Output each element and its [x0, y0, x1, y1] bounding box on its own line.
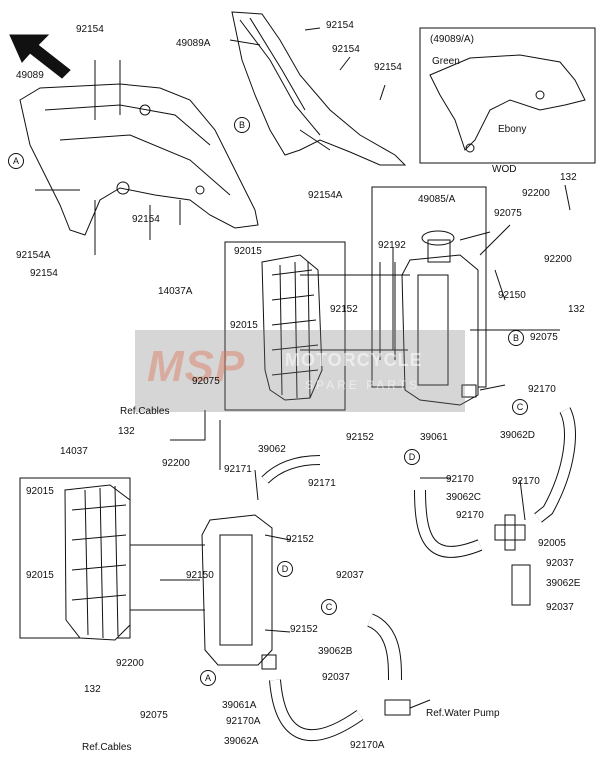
part-label: 92154 — [332, 44, 360, 55]
part-label: 92154A — [16, 250, 51, 261]
part-label: 92075 — [192, 376, 220, 387]
part-label: 92170 — [512, 476, 540, 487]
part-label: 49089A — [176, 38, 211, 49]
part-label: 92154 — [374, 62, 402, 73]
part-label: 39062B — [318, 646, 353, 657]
part-label: 132 — [568, 304, 585, 315]
part-label: 92200 — [162, 458, 190, 469]
part-label: 92015 — [230, 320, 258, 331]
part-label: 92150 — [186, 570, 214, 581]
part-label: 39062C — [446, 492, 482, 503]
part-label: 92075 — [530, 332, 558, 343]
watermark-line1: MOTORCYCLE — [285, 350, 423, 370]
part-label: 92005 — [538, 538, 566, 549]
inset-shroud — [429, 54, 586, 151]
part-label: 92154 — [30, 268, 58, 279]
watermark-logo: MSP — [147, 342, 246, 391]
part-label: 92037 — [322, 672, 350, 683]
marker-b: B — [234, 117, 250, 133]
part-label: 92075 — [140, 710, 168, 721]
radiator-39061a — [201, 514, 273, 666]
part-label: 92154A — [308, 190, 343, 201]
part-label: 92170 — [456, 510, 484, 521]
inset-title: (49089/A) — [430, 34, 474, 45]
part-label: 92037 — [546, 558, 574, 569]
part-label: 92152 — [330, 304, 358, 315]
front-direction-arrow — [9, 34, 71, 79]
part-label: 132 — [560, 172, 577, 183]
part-label: 92154 — [76, 24, 104, 35]
part-label: 39062D — [500, 430, 536, 441]
part-label: 39062E — [546, 578, 581, 589]
inset-model-code: WOD — [492, 164, 517, 175]
part-label: 92075 — [494, 208, 522, 219]
part-label: 92154 — [326, 20, 354, 31]
part-label: 92152 — [346, 432, 374, 443]
part-label: 92015 — [26, 486, 54, 497]
part-label: 92170A — [350, 740, 385, 751]
ref-label: Ref.Cables — [120, 406, 170, 417]
part-label: 39062 — [258, 444, 286, 455]
part-label: 39062A — [224, 736, 259, 747]
tee-92005 — [494, 514, 526, 551]
radiator-guard-14037 — [64, 484, 131, 641]
tee-waterpump — [384, 699, 411, 716]
ref-label: Ref.Cables — [82, 742, 132, 753]
radiator-39061 — [401, 254, 479, 406]
part-label: 92015 — [26, 570, 54, 581]
part-label: 92037 — [546, 602, 574, 613]
marker-a: A — [200, 670, 216, 686]
part-label: 92200 — [116, 658, 144, 669]
part-label: 92152 — [290, 624, 318, 635]
part-label: 92171 — [224, 464, 252, 475]
inset-color-ebony: Ebony — [498, 124, 527, 135]
marker-d: D — [277, 561, 293, 577]
ref-label: Ref.Water Pump — [426, 708, 500, 719]
part-label: 92170 — [446, 474, 474, 485]
part-label: 132 — [118, 426, 135, 437]
marker-a: A — [8, 153, 24, 169]
part-label: 92170 — [528, 384, 556, 395]
watermark-line2: SPARE PARTS — [305, 378, 421, 392]
part-label: 92171 — [308, 478, 336, 489]
part-label: 39061A — [222, 700, 257, 711]
inset-color-green: Green — [432, 56, 460, 67]
inset-box — [419, 27, 596, 164]
marker-d: D — [404, 449, 420, 465]
marker-b: B — [508, 330, 524, 346]
part-label: 92150 — [498, 290, 526, 301]
marker-c: C — [321, 599, 337, 615]
upper-group-box — [224, 241, 346, 411]
part-label: 92200 — [522, 188, 550, 199]
part-label: 92154 — [132, 214, 160, 225]
part-label: 92015 — [234, 246, 262, 257]
right-shroud-49089a — [231, 11, 407, 166]
part-label: 39061 — [420, 432, 448, 443]
part-label: 92200 — [544, 254, 572, 265]
left-shroud-49089 — [19, 83, 259, 236]
hose-39062e — [511, 564, 531, 606]
part-label: 49085/A — [418, 194, 456, 205]
part-label: 14037 — [60, 446, 88, 457]
part-label: 92192 — [378, 240, 406, 251]
part-label: 92170A — [226, 716, 261, 727]
part-label: 14037A — [158, 286, 193, 297]
part-label: 49089 — [16, 70, 44, 81]
part-label: 132 — [84, 684, 101, 695]
watermark: MSP MOTORCYCLE SPARE PARTS — [135, 330, 465, 412]
part-label: 92152 — [286, 534, 314, 545]
part-label: 92037 — [336, 570, 364, 581]
marker-c: C — [512, 399, 528, 415]
